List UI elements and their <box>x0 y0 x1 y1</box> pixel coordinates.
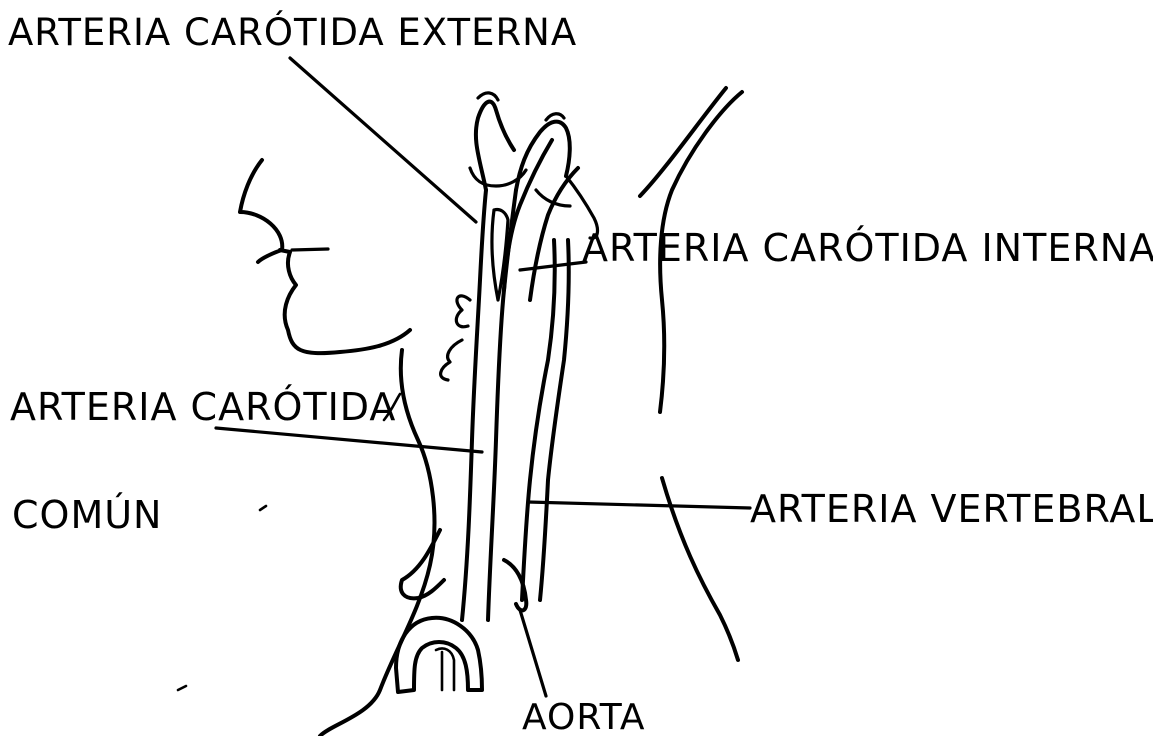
common-carotid-artery <box>462 190 486 620</box>
leader-external-carotid <box>290 58 476 222</box>
label-vertebral: ARTERIA VERTEBRAL <box>750 490 1153 528</box>
label-common-carotid-line1: ARTERIA CARÓTIDA <box>10 388 396 426</box>
label-aorta: AORTA <box>522 700 646 736</box>
leader-vertebral <box>528 502 750 508</box>
stray-mark-2 <box>178 686 186 690</box>
leader-aorta <box>520 610 546 696</box>
vertebral-artery <box>522 240 555 600</box>
leader-common-carotid <box>216 428 482 452</box>
label-internal-carotid: ARTERIA CARÓTIDA INTERNA <box>582 229 1153 267</box>
face-profile <box>240 160 410 353</box>
label-common-carotid-line2: COMÚN <box>12 496 162 534</box>
mouth-line <box>292 249 328 250</box>
thyroid-branch <box>441 296 470 380</box>
neck-back-outline-2 <box>640 88 726 196</box>
label-external-carotid: ARTERIA CARÓTIDA EXTERNA <box>8 14 577 51</box>
aortic-arch-inner <box>436 648 454 690</box>
aortic-arch <box>396 618 482 692</box>
stray-mark <box>260 506 266 510</box>
